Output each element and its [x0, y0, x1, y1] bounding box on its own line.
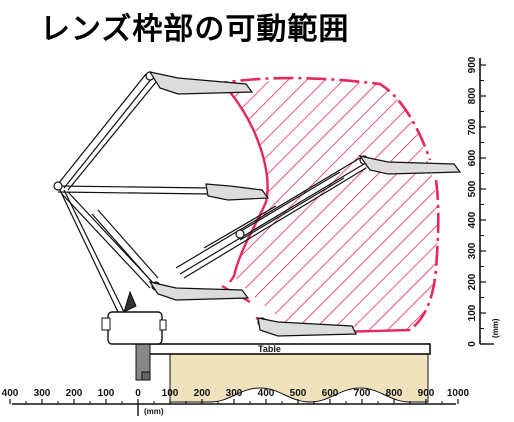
arm-pos2-a [57, 185, 211, 189]
h-axis-tick-label: 0 [135, 388, 141, 399]
movable-range-area [207, 76, 440, 335]
h-axis-tick-label: 600 [322, 388, 339, 399]
h-axis-tick-label: 1000 [447, 388, 470, 399]
v-axis-unit: (mm) [491, 318, 500, 338]
v-axis-tick-label: 300 [467, 242, 478, 259]
lamp-arms [57, 73, 367, 313]
h-axis-tick-label: 400 [258, 388, 275, 399]
arm-pos3-d [97, 209, 159, 279]
base-clip [123, 290, 137, 313]
lamp-head-top [148, 71, 254, 95]
range-inner-boundary [229, 91, 269, 283]
lamp-base [101, 290, 167, 345]
arm-pos4-a [175, 157, 361, 269]
h-axis-tick-label: 300 [34, 388, 51, 399]
lamp-head-right [358, 155, 462, 175]
table-label: Table [258, 344, 281, 354]
arm-pos1-upper-c [67, 81, 157, 191]
joint-elbow [53, 181, 63, 191]
v-axis-tick-label: 900 [467, 56, 478, 73]
v-axis-tick-label: 100 [467, 304, 478, 321]
h-axis-tick-label: 700 [354, 388, 371, 399]
h-axis-unit: (mm) [144, 407, 164, 416]
h-axis-tick-label: 200 [66, 388, 83, 399]
v-axis-tick-label: 600 [467, 149, 478, 166]
arm-pos5-b [239, 177, 345, 241]
table-top [139, 343, 431, 355]
h-axis-tick-label: 300 [226, 388, 243, 399]
joint-mid [235, 229, 245, 239]
lamp-head-lower [148, 281, 250, 301]
v-axis-ticks: 0 100 200 300 400 500 600 700 800 900 [467, 56, 486, 347]
h-axis-tick-label: 800 [386, 388, 403, 399]
vertical-axis: 0 100 200 300 400 500 600 700 800 900 (mm) [467, 56, 500, 347]
arm-pos1-lower-b [63, 189, 125, 313]
h-axis-tick-label: 100 [162, 388, 179, 399]
arm-pos5-a [235, 171, 341, 235]
h-axis-tick-label: 200 [194, 388, 211, 399]
h-axis-tick-label: 500 [290, 388, 307, 399]
arm-pos3-a [61, 193, 151, 289]
h-axis-tick-label: 900 [418, 388, 435, 399]
lamp-head-flat [257, 317, 357, 337]
base-box [107, 311, 163, 345]
h-axis-tick-label: 400 [2, 388, 19, 399]
arm-pos6 [203, 205, 277, 249]
v-axis-tick-label: 400 [467, 211, 478, 228]
v-axis-tick-label: 700 [467, 118, 478, 135]
diagram-title: レンズ枠部の可動範囲 [40, 12, 350, 47]
v-axis-tick-label: 200 [467, 273, 478, 290]
base-knob [101, 317, 111, 331]
arm-pos1-upper-b [63, 77, 153, 189]
arm-pos1-lower-a [57, 185, 119, 313]
range-hatch-fill [230, 78, 438, 334]
clamp-knob [141, 371, 151, 381]
range-outer-boundary [207, 76, 440, 332]
arm-pos4-b [179, 163, 365, 275]
arm-pos3-c [91, 213, 153, 283]
base-knob-right [159, 319, 167, 331]
v-axis-tick-label: 0 [467, 341, 478, 347]
lamp-heads [148, 71, 462, 337]
h-axis-tick-label: 100 [98, 388, 115, 399]
v-axis-tick-label: 800 [467, 87, 478, 104]
arm-pos1-upper-a [57, 73, 147, 185]
table-body [169, 353, 429, 403]
arm-pos2-b [57, 191, 211, 195]
arm-pos4-c [183, 167, 367, 279]
table-group: Table [135, 341, 431, 403]
lamp-head-middle [205, 183, 270, 201]
v-axis-tick-label: 500 [467, 180, 478, 197]
